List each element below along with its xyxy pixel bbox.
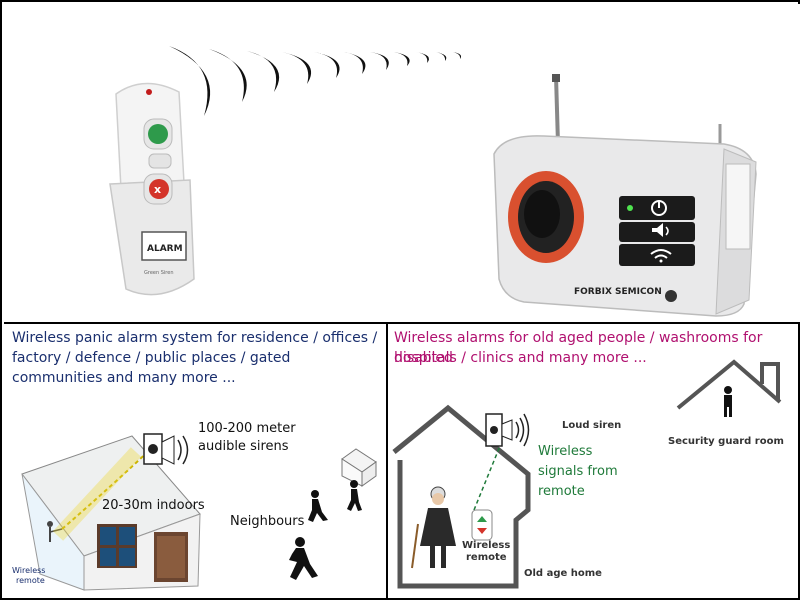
- loud-siren-icon: [485, 413, 530, 447]
- call-button-icon: [148, 124, 168, 144]
- signals-label-3: remote: [538, 484, 585, 499]
- residence-caption: Wireless panic alarm system for residenc…: [12, 330, 378, 386]
- house-siren-icon: [143, 433, 189, 465]
- indoors-label: 20-30m indoors: [102, 498, 205, 513]
- siren-unit: [493, 74, 757, 317]
- security-room-drawing: [676, 359, 782, 410]
- sirens-label: audible sirens: [198, 439, 289, 454]
- product-illustration: x ALARM Green Siren: [109, 46, 757, 317]
- elderly-scenario-panel: Wireless alarms for old aged people / wa…: [388, 324, 800, 600]
- wireless-label: Wireless: [12, 566, 46, 575]
- wifi-icon: [650, 249, 672, 255]
- remote-led-icon: [146, 89, 152, 95]
- elderly-person-icon: [411, 486, 456, 569]
- house-drawing: [21, 435, 201, 591]
- residence-illustration: [21, 433, 377, 591]
- elderly-illustration: [392, 359, 782, 589]
- signals-label-2: signals from: [538, 464, 618, 479]
- security-guard-icon: [724, 386, 732, 417]
- neighbour-figures: [289, 480, 362, 580]
- neighbours-label: Neighbours: [230, 514, 305, 529]
- residence-scenario-panel: Wireless panic alarm system for residenc…: [4, 324, 388, 600]
- wireless-remote-label-1: Wireless: [462, 540, 511, 551]
- signals-label-1: Wireless: [538, 444, 593, 459]
- small-remote-icon: [471, 509, 493, 541]
- old-age-home-label: Old age home: [524, 568, 602, 579]
- remote-alarm-label: ALARM: [147, 244, 183, 254]
- security-room-label: Security guard room: [668, 436, 784, 447]
- remote-label: remote: [16, 576, 45, 585]
- elderly-caption-line2: hospitals / clinics and many more ...: [394, 350, 647, 366]
- svg-text:x: x: [154, 183, 161, 196]
- siren-brand-label: FORBIX SEMICON: [574, 287, 662, 297]
- brand-logo-icon: [665, 290, 677, 302]
- loud-siren-label: Loud siren: [562, 420, 622, 431]
- wireless-remote-label-2: remote: [466, 552, 507, 563]
- wireless-signal-arcs: [169, 46, 462, 116]
- remote-brand-label: Green Siren: [144, 270, 174, 276]
- signal-path: [473, 445, 501, 511]
- range-label: 100-200 meter: [198, 421, 296, 436]
- volume-icon: [652, 223, 663, 237]
- neighbour-house-drawing: [341, 448, 377, 487]
- panic-remote: x: [109, 82, 195, 296]
- cancel-button-icon: [149, 179, 169, 199]
- old-age-home-drawing: [392, 404, 531, 589]
- product-photo-panel: x ALARM Green Siren: [4, 4, 800, 324]
- elderly-caption-line1: Wireless alarms for old aged people / wa…: [394, 330, 763, 366]
